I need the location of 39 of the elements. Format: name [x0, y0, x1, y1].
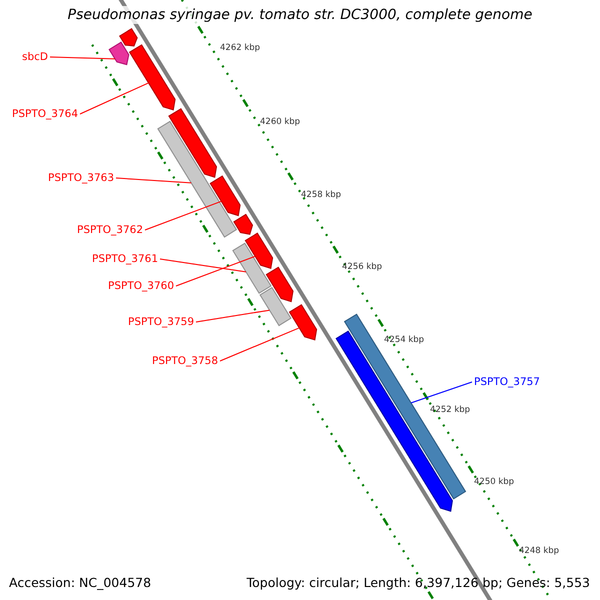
- gene-label: PSPTO_3761: [92, 253, 158, 265]
- gene-label: PSPTO_3759: [128, 316, 194, 328]
- scale-label: 4260 kbp: [260, 117, 300, 127]
- leader-line: [220, 327, 300, 362]
- gene-block: [128, 44, 176, 111]
- scale-label: 4252 kbp: [430, 405, 470, 415]
- gene-block: [266, 266, 294, 302]
- scale-label: 4250 kbp: [474, 477, 514, 487]
- leader-line: [160, 258, 246, 272]
- accession-text: Accession: NC_004578: [9, 575, 152, 590]
- gene-bar: [259, 286, 292, 326]
- genome-info-text: Topology: circular; Length: 6,397,126 bp; Genes: 5,553: [246, 575, 590, 590]
- gene-label: PSPTO_3758: [152, 355, 218, 367]
- gene-block: [119, 28, 138, 47]
- gene-label: PSPTO_3763: [48, 172, 114, 184]
- scale-label: 4256 kbp: [342, 262, 382, 272]
- gene-label: PSPTO_3764: [12, 108, 78, 120]
- scale-label: 4254 kbp: [384, 335, 424, 345]
- leader-line: [50, 56, 116, 60]
- leader-line: [196, 310, 270, 322]
- scale-label: 4258 kbp: [301, 190, 342, 200]
- leader-line: [80, 82, 149, 114]
- leader-line: [144, 200, 222, 230]
- gene-block: [336, 330, 453, 512]
- gene-block: [288, 304, 318, 341]
- gene-label: PSPTO_3760: [108, 280, 174, 292]
- scale-label: 4262 kbp: [220, 43, 260, 53]
- gene-label: PSPTO_3757: [474, 376, 540, 388]
- gene-block: [210, 175, 241, 216]
- gene-block: [244, 232, 274, 270]
- gene-block: [168, 108, 218, 178]
- scale-label: 4248 kbp: [519, 546, 560, 556]
- leader-line: [410, 382, 472, 404]
- gene-label: PSPTO_3762: [77, 224, 143, 236]
- leader-line: [176, 256, 256, 286]
- gene-label: sbcD: [22, 51, 48, 63]
- gene-bar: [232, 242, 272, 294]
- gene-bar: [157, 120, 238, 238]
- gene-block: [233, 214, 254, 235]
